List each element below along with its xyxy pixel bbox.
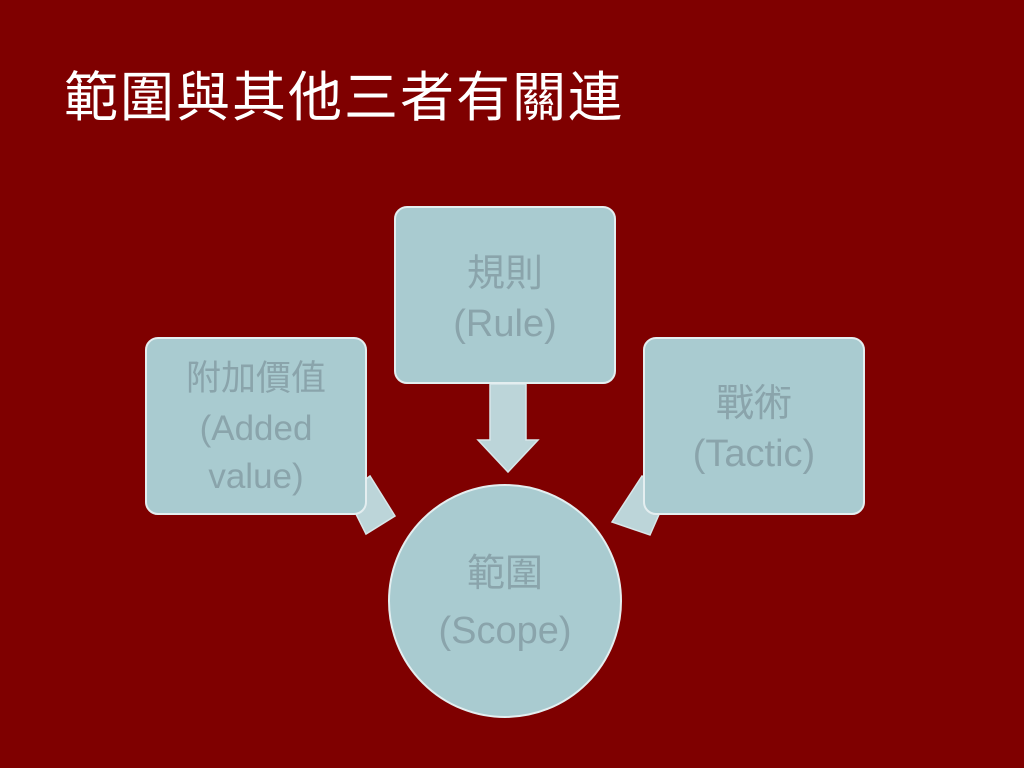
node-scope: 範圍 (Scope)	[388, 484, 622, 718]
node-scope-chinese-label: 範圍	[467, 553, 543, 595]
node-tactic-chinese-label: 戰術	[716, 383, 792, 425]
node-tactic-english-label: (Tactic)	[693, 433, 815, 475]
node-rule-english-label: (Rule)	[453, 303, 556, 345]
node-added-value-english-label-line2: value)	[208, 457, 303, 496]
node-tactic: 戰術 (Tactic)	[643, 337, 865, 515]
node-rule-chinese-label: 規則	[467, 253, 543, 295]
node-scope-english-label: (Scope)	[438, 610, 571, 652]
node-added-value: 附加價值 (Added value)	[145, 337, 367, 515]
node-added-value-english-label-line1: (Added	[200, 409, 313, 448]
node-added-value-chinese-label: 附加價值	[186, 359, 326, 398]
node-rule: 規則 (Rule)	[394, 206, 616, 384]
arrow-rule-to-scope	[476, 383, 540, 474]
slide-title: 範圍與其他三者有關連	[64, 66, 624, 129]
